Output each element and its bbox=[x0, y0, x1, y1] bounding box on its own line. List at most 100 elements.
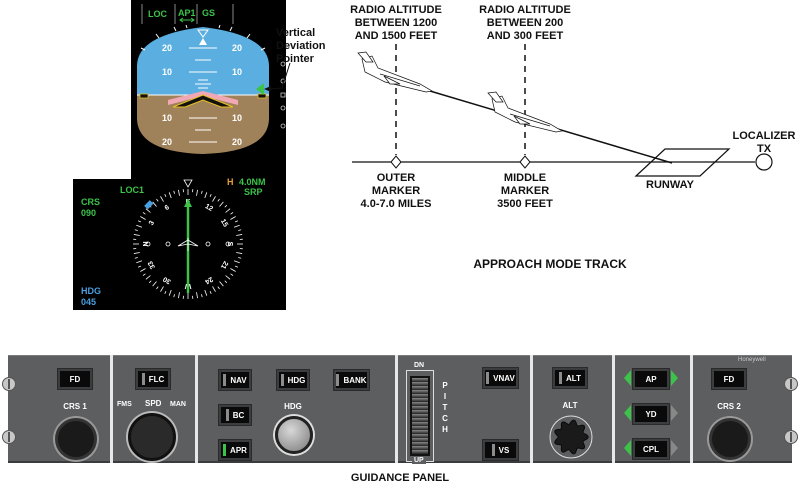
compass-label: 33 bbox=[147, 260, 157, 270]
compass-tick bbox=[201, 294, 203, 298]
alt-knob-label: ALT bbox=[562, 401, 578, 410]
pitch-letter: H bbox=[442, 425, 448, 434]
button-label: CPL bbox=[643, 444, 659, 454]
crs2-knob[interactable] bbox=[709, 418, 751, 460]
button-label: YD bbox=[645, 409, 657, 419]
apr-indicator bbox=[223, 444, 227, 456]
vnav-button[interactable]: VNAV bbox=[483, 368, 518, 388]
panel-divider bbox=[110, 355, 113, 463]
compass-tick bbox=[233, 224, 240, 228]
compass-label: 15 bbox=[219, 218, 229, 228]
compass-tick bbox=[224, 280, 228, 284]
compass-tick bbox=[204, 289, 208, 296]
yd-button[interactable]: YD bbox=[633, 404, 669, 424]
cpl-left-arrow-icon bbox=[624, 440, 631, 456]
compass-tick bbox=[140, 216, 146, 220]
compass-tick bbox=[164, 193, 167, 198]
compass-tick bbox=[173, 294, 175, 298]
label-line: 3500 FEET bbox=[497, 198, 553, 210]
label-line: AND 1500 FEET bbox=[354, 30, 438, 42]
compass-tick bbox=[168, 192, 172, 199]
pitch-letter: I bbox=[443, 392, 447, 401]
flc-indicator bbox=[141, 373, 145, 385]
glideslope-scale bbox=[280, 61, 286, 129]
vs-button[interactable]: VS bbox=[483, 440, 518, 460]
bc-button[interactable]: BC bbox=[219, 405, 251, 425]
pitch-label-20-left: 20 bbox=[162, 43, 173, 53]
approach-diagram bbox=[352, 44, 773, 177]
nav-button[interactable]: NAV bbox=[219, 370, 251, 390]
label-line: MIDDLE bbox=[503, 172, 547, 184]
man-label: MAN bbox=[170, 401, 186, 408]
compass-label: 12 bbox=[204, 203, 214, 213]
compass-tick bbox=[134, 257, 138, 259]
vs-indicator bbox=[491, 444, 495, 456]
pitch-vertical-label: P I T C H bbox=[441, 380, 449, 435]
pitch-label-neg20-left: 20 bbox=[162, 137, 173, 147]
bank-scale bbox=[140, 24, 266, 51]
compass-tick bbox=[238, 229, 242, 231]
runway-icon bbox=[634, 148, 731, 177]
localizer-label: LOCALIZER TX bbox=[724, 130, 800, 156]
cpl-button[interactable]: CPL bbox=[633, 439, 669, 459]
middle-marker-label: MIDDLE MARKER 3500 FEET bbox=[484, 172, 566, 211]
sky-pointer bbox=[197, 29, 209, 38]
callout-line: Deviation bbox=[276, 40, 326, 52]
fd-left-button[interactable]: FD bbox=[58, 369, 92, 389]
deviation-dot bbox=[165, 241, 171, 247]
pitch-wheel[interactable] bbox=[410, 376, 430, 456]
altitude-knob[interactable] bbox=[548, 414, 594, 460]
ground bbox=[137, 95, 269, 154]
label-line: LOCALIZER bbox=[732, 130, 796, 142]
aircraft-symbol-icon bbox=[177, 238, 199, 251]
hdg-button[interactable]: HDG bbox=[277, 370, 309, 390]
deviation-dot bbox=[145, 241, 151, 247]
crs-value: 090 bbox=[81, 208, 97, 218]
button-label: FD bbox=[69, 374, 81, 384]
compass-tick bbox=[225, 208, 231, 213]
compass-label: N bbox=[143, 241, 150, 246]
apr-button[interactable]: APR bbox=[219, 440, 251, 460]
label-line: BETWEEN 1200 bbox=[354, 17, 438, 29]
label-line: MARKER bbox=[500, 185, 550, 197]
compass-tick bbox=[224, 204, 228, 208]
button-label: FD bbox=[723, 374, 735, 384]
button-label: VS bbox=[498, 445, 510, 455]
compass-tick bbox=[230, 216, 236, 220]
button-label: BANK bbox=[343, 375, 367, 385]
screw-icon bbox=[2, 430, 16, 444]
button-label: VNAV bbox=[493, 373, 515, 383]
compass-tick bbox=[148, 280, 152, 284]
course-arrow-icon bbox=[184, 199, 192, 207]
compass-tick bbox=[156, 198, 159, 202]
fd-right-button[interactable]: FD bbox=[712, 369, 746, 389]
ap-button[interactable]: AP bbox=[633, 369, 669, 389]
crs1-knob[interactable] bbox=[55, 418, 97, 460]
mode-ap1: AP1 bbox=[178, 8, 196, 18]
alt-button[interactable]: ALT bbox=[553, 368, 587, 388]
compass-tick bbox=[178, 189, 180, 196]
compass-tick bbox=[156, 286, 159, 290]
compass-tick bbox=[160, 196, 164, 202]
compass-tick bbox=[217, 286, 220, 290]
compass-label: 6 bbox=[164, 204, 171, 212]
compass-tick bbox=[173, 190, 175, 194]
speed-knob[interactable] bbox=[128, 413, 176, 461]
label-line: TX bbox=[756, 143, 772, 155]
bank-button[interactable]: BANK bbox=[334, 370, 369, 390]
lateral-arrow-icon bbox=[179, 17, 195, 23]
deviation-dot bbox=[205, 241, 211, 247]
compass-tick bbox=[212, 286, 216, 292]
mode-loc: LOC bbox=[148, 9, 167, 19]
brand-logo: Honeywell bbox=[738, 357, 766, 363]
crs1-label: CRS 1 bbox=[63, 402, 87, 411]
flc-button[interactable]: FLC bbox=[136, 369, 170, 389]
spd-push-label: PUSH CHG bbox=[131, 467, 174, 476]
heading-knob[interactable] bbox=[275, 416, 313, 454]
compass-tick bbox=[212, 196, 216, 202]
nav-source-label: LOC1 bbox=[120, 185, 145, 195]
navigation-display: E1215S2124W3033N36 LOC1 CRS 090 H 4.0NM … bbox=[73, 177, 286, 310]
button-label: AP bbox=[645, 374, 657, 384]
pitch-up-label: UP bbox=[412, 457, 426, 464]
compass-tick bbox=[225, 275, 231, 280]
